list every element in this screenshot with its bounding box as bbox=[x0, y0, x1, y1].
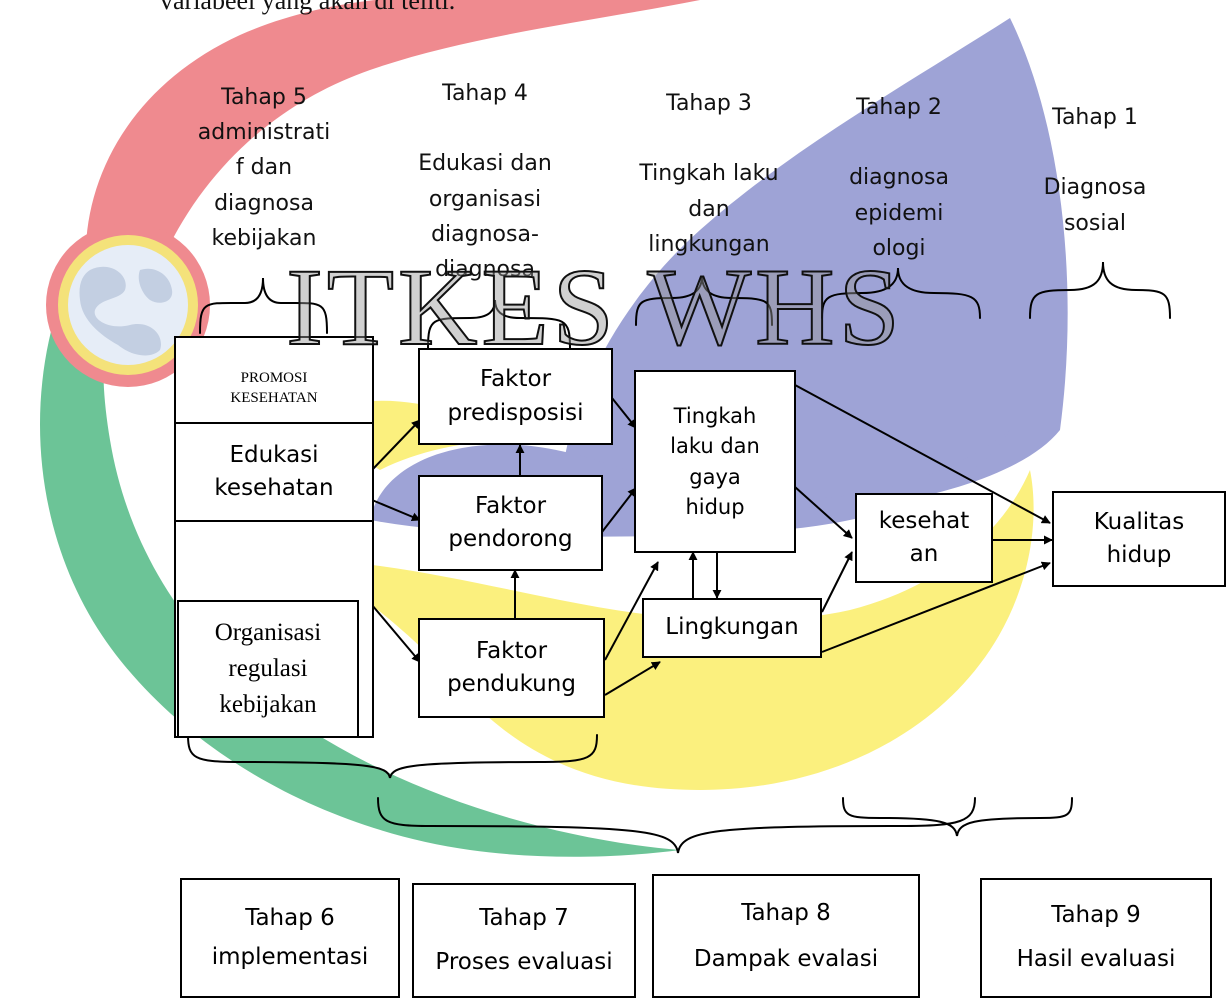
globe-land-2 bbox=[138, 268, 173, 303]
arrow-lingkungan-kesehatan bbox=[821, 551, 853, 613]
arrow-tingkah-kualitas bbox=[794, 384, 1051, 524]
faktor-pendorong-box: Faktor pendorong bbox=[418, 475, 603, 571]
arrow-organisasi-pendukung bbox=[371, 604, 421, 663]
lingkungan-box: Lingkungan bbox=[642, 598, 822, 658]
arrow-pendorong-tingkah bbox=[601, 487, 637, 533]
bracket-bottom-outcome bbox=[842, 797, 1073, 837]
red-swoosh bbox=[85, 0, 700, 300]
stage-6-box: Tahap 6 implementasi bbox=[180, 878, 400, 998]
stage-4-label: Tahap 4 Edukasi dan organisasi diagnosa-… bbox=[418, 81, 552, 282]
organisasi-regulasi-box: Organisasi regulasi kebijakan bbox=[177, 600, 359, 738]
arrow-predisposisi-tingkah bbox=[611, 397, 637, 429]
arrow-lingkungan-kualitas bbox=[821, 561, 1051, 653]
stage-5-label: Tahap 5 administrati f dan diagnosa kebi… bbox=[197, 85, 331, 251]
bracket-bottom-eval bbox=[377, 797, 976, 854]
kesehatan-box: kesehat an bbox=[855, 493, 993, 583]
stage-2-label: Tahap 2 diagnosa epidemi ologi bbox=[849, 95, 949, 261]
stage-1-label: Tahap 1 Diagnosa sosial bbox=[1043, 105, 1147, 236]
stage-9-box: Tahap 9 Hasil evaluasi bbox=[980, 878, 1212, 998]
stage-8-box: Tahap 8 Dampak evalasi bbox=[652, 874, 920, 998]
bracket-top-t3 bbox=[635, 275, 773, 326]
arrow-pendukung-lingkungan bbox=[604, 661, 661, 696]
globe-land bbox=[79, 266, 161, 356]
stage-7-box: Tahap 7 Proses evaluasi bbox=[412, 883, 636, 998]
bracket-top-t4 bbox=[427, 299, 571, 349]
bracket-top-t5 bbox=[199, 277, 328, 334]
tingkah-laku-box: Tingkah laku dan gaya hidup bbox=[634, 370, 796, 553]
bracket-top-t1 bbox=[1029, 261, 1171, 319]
kualitas-hidup-box: Kualitas hidup bbox=[1052, 491, 1226, 587]
bracket-top-t2 bbox=[821, 267, 981, 319]
arrow-edukasi-pendorong bbox=[371, 499, 421, 522]
top-text: variabeel yang akan di teliti. bbox=[160, 0, 456, 15]
bracket-bottom-impl bbox=[187, 734, 598, 779]
stage-3-label: Tahap 3 Tingkah laku dan lingkungan bbox=[639, 91, 779, 257]
arrow-tingkah-kesehatan bbox=[794, 486, 853, 539]
promosi-kesehatan-label: PROMOSI KESEHATAN bbox=[230, 370, 318, 407]
faktor-predisposisi-box: Faktor predisposisi bbox=[418, 348, 613, 445]
arrow-edukasi-predisposisi bbox=[371, 419, 421, 471]
edukasi-kesehatan-box: Edukasi kesehatan bbox=[174, 422, 374, 522]
arrow-pendukung-tingkah bbox=[604, 561, 659, 661]
faktor-pendukung-box: Faktor pendukung bbox=[418, 618, 605, 718]
